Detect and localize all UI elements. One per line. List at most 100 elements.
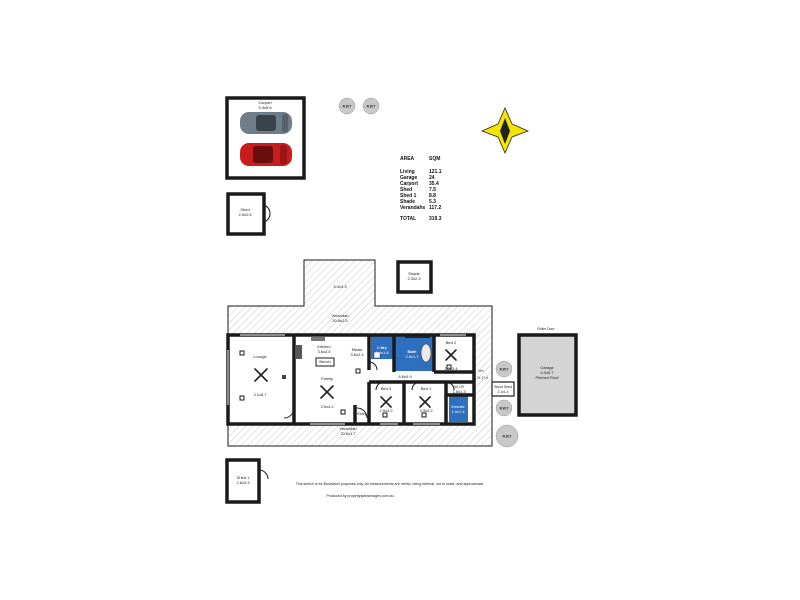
bed2-fan-icon (445, 349, 457, 361)
entry-label: Entry (357, 411, 366, 416)
light-icons (239, 350, 452, 418)
bed2-label: Bed 2 (446, 340, 457, 345)
rainwater-tank-2: R.W.T (362, 97, 380, 115)
bed3-fan-icon (380, 396, 392, 408)
doors (283, 361, 455, 419)
bathtub-icon (420, 343, 432, 363)
meals-dim: 3.6x2.4 (350, 352, 364, 357)
bed3-label: Bed 3 (381, 386, 392, 391)
windows (227, 334, 466, 425)
red-car-icon (240, 143, 292, 166)
carport-label: Carport (258, 100, 272, 105)
shed-label: Shed (240, 207, 249, 212)
area-header-unit: SQM (429, 156, 440, 162)
wood-shed: Wood Shed 2.1x1.4 (491, 381, 515, 397)
family-dim: 3.5x4.2 (320, 404, 334, 409)
svg-text:R.W.T: R.W.T (500, 368, 509, 372)
bed1-dim: 3.3x3.2 (419, 408, 433, 413)
area-row-value: 121.1 (429, 169, 442, 175)
shed-1: Shed 1 2.6x3.3 (225, 458, 269, 504)
grey-car-icon (240, 112, 292, 134)
svg-text:R.W.T: R.W.T (503, 435, 512, 439)
rainwater-tank-4: R.W.T (495, 399, 513, 417)
wood-shed-label: Wood Shed (494, 385, 512, 389)
area-row-label: Shed (400, 187, 412, 193)
ensuite-wet-area (449, 396, 468, 422)
verandah-top-dim: 20.8x2.5 (332, 318, 348, 323)
shed1-dim: 2.6x3.3 (236, 480, 250, 485)
rainwater-tank-5: R.W.T (495, 424, 519, 448)
area-row-value: 8.8 (429, 193, 436, 199)
rainwater-tank-1: R.W.T (338, 97, 356, 115)
area-row-label: Shed 1 (400, 193, 417, 199)
credit-text: Produced by propertyplansimages.com.au (326, 494, 393, 498)
hall-dim: 6.6x0.9 (398, 374, 412, 379)
bed2-dim: 2.7x3.4 (444, 366, 458, 371)
verandah-bottom-dim: 20.8x1.7 (340, 431, 356, 436)
shade-label: Shade (408, 271, 420, 276)
carport: Carport 5.4x5.6 (225, 96, 306, 180)
garage: Roller Door Garage 4.0x5.7 Pitched Roof (517, 327, 578, 417)
carport-dim: 5.4x5.6 (258, 105, 272, 110)
lounge-fan-icon (254, 368, 268, 382)
family-fan-icon (320, 385, 334, 399)
wir-label: W.I.R (454, 384, 464, 389)
top-verandah-dim: 5.4x3.3 (333, 284, 347, 289)
lounge-dim: 3.1x5.7 (253, 392, 267, 397)
stove-icon (296, 345, 302, 359)
bed1-label: Bed 1 (421, 386, 432, 391)
rainwater-tank-3: R.W.T (495, 360, 513, 378)
lounge-label: Lounge (253, 354, 267, 359)
bench-outline (315, 357, 335, 367)
area-header-label: AREA (400, 156, 415, 162)
area-total-value: 319.3 (429, 216, 442, 222)
side-verandah-dim: 1.7x 17.4 (474, 376, 488, 380)
verandah-bottom-label: Verandah (339, 426, 356, 431)
side-verandah-label: Vrh (478, 369, 483, 373)
area-row-label: Living (400, 169, 415, 175)
compass-icon (480, 107, 530, 154)
kitchen-dim: 3.6x2.4 (317, 349, 331, 354)
ldry-dim: 1.9x1.8 (375, 350, 389, 355)
family-label: Family (321, 376, 333, 381)
area-row-value: 7.5 (429, 187, 436, 193)
svg-text:R.W.T: R.W.T (500, 407, 509, 411)
area-row-value: 24 (429, 175, 435, 181)
shade-dim: 2.3x2.3 (407, 276, 421, 281)
area-row-value: 5.3 (429, 199, 436, 205)
verandah-areas (227, 259, 493, 447)
sink-icon (311, 337, 325, 341)
shed1-label: Shed 1 (237, 475, 250, 480)
area-table: AREA SQM Living 121.1 Garage 24 Carport … (400, 156, 442, 222)
wir-dim: 1.5x1.3 (452, 389, 466, 394)
area-row-label: Shade (400, 199, 415, 205)
shed: Shed 2.5x2.6 (226, 192, 271, 236)
area-row-value: 35.4 (429, 181, 439, 187)
svg-text:R.W.T: R.W.T (367, 105, 376, 109)
svg-text:R.W.T: R.W.T (343, 105, 352, 109)
roller-door-label: Roller Door (537, 327, 555, 331)
garage-note: Pitched Roof (536, 375, 560, 380)
wood-shed-dim: 2.1x1.4 (497, 390, 508, 394)
fixtures (296, 336, 432, 367)
garage-dim: 4.0x5.7 (540, 370, 554, 375)
verandah-top-label: Verandah (331, 313, 348, 318)
area-row-label: Carport (400, 181, 418, 187)
shade: Shade 2.3x2.3 (396, 260, 433, 294)
bath-label: Bath (408, 349, 417, 354)
area-row-value: 117.2 (429, 205, 441, 211)
disclaimer-text: This sketch is for illustration purposes… (296, 482, 485, 486)
ldry-label: L'dry (377, 345, 387, 350)
kitchen-label: Kitchen (317, 344, 330, 349)
shed-dim: 2.5x2.6 (238, 212, 252, 217)
meals-label: Meals (352, 347, 363, 352)
ensuite-label: Ensuite (451, 404, 465, 409)
toilet-icon (373, 351, 381, 359)
ensuite-dim: 1.9x1.4 (451, 409, 465, 414)
bed1-fan-icon (419, 396, 431, 408)
garage-label: Garage (540, 365, 554, 370)
bath-dim: 2.5x1.7 (405, 354, 419, 359)
area-row-label: Verandahs (400, 205, 426, 211)
area-total-label: TOTAL (400, 216, 416, 222)
